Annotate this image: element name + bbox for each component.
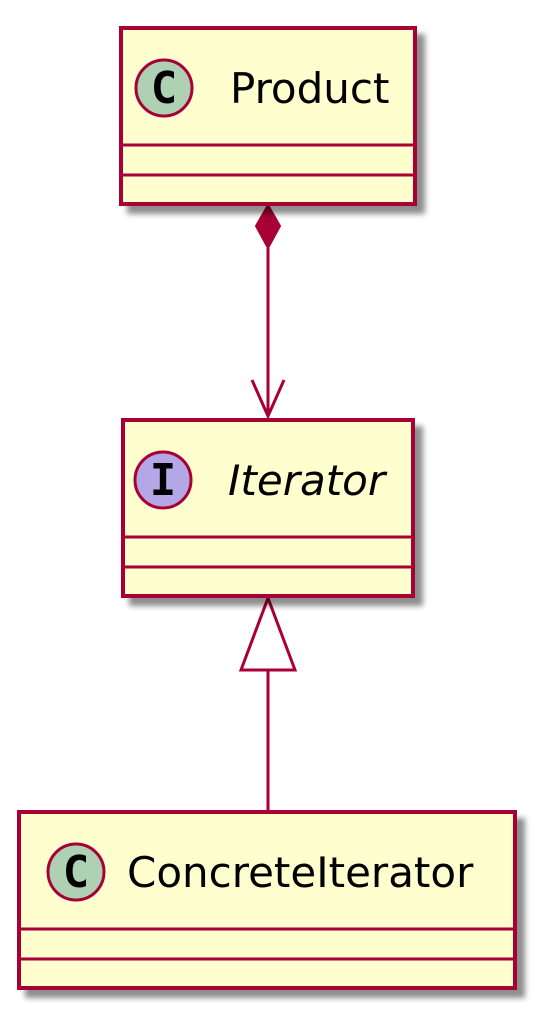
class-stereotype-icon bbox=[46, 842, 106, 902]
class-box bbox=[17, 810, 517, 990]
class-stereotype-letter: C bbox=[151, 63, 178, 114]
class-name-concrete-iterator: ConcreteIterator bbox=[127, 848, 474, 897]
class-product[interactable]: C Product bbox=[119, 26, 417, 206]
realization-edge bbox=[238, 593, 298, 812]
interface-iterator[interactable]: I Iterator bbox=[121, 418, 415, 598]
class-stereotype-letter: C bbox=[63, 847, 90, 898]
interface-stereotype-icon bbox=[133, 450, 193, 510]
composition-arrowhead bbox=[250, 379, 286, 420]
composition-edge bbox=[250, 202, 286, 420]
realization-triangle bbox=[238, 593, 298, 672]
class-name-product: Product bbox=[230, 64, 389, 113]
class-concrete-iterator[interactable]: C ConcreteIterator bbox=[17, 810, 517, 990]
class-stereotype-icon bbox=[134, 58, 194, 118]
composition-diamond bbox=[254, 202, 282, 251]
class-name-iterator: Iterator bbox=[228, 456, 388, 505]
interface-stereotype-letter: I bbox=[150, 455, 177, 506]
